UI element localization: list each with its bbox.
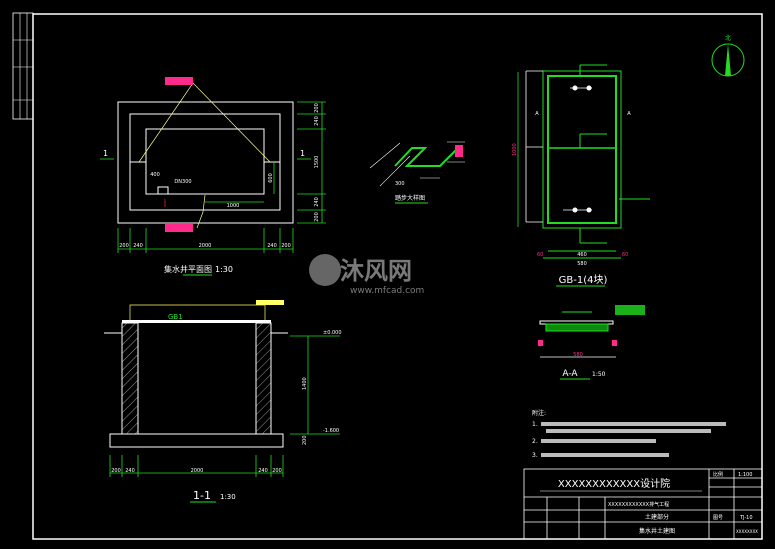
watermark-url: www.mfcad.com — [350, 286, 424, 296]
plan-scale: 1:30 — [215, 265, 233, 274]
note-item: 3. — [532, 452, 538, 459]
plan-title: 集水井平面图 — [164, 264, 212, 274]
dim: 200 — [281, 243, 291, 249]
dim: 2000 — [191, 468, 204, 474]
dim: 2000 — [199, 243, 212, 249]
dim: 240 — [267, 243, 277, 249]
dim: DN300 — [174, 179, 191, 185]
section-mark-right: 1 — [300, 149, 305, 158]
north-arrow-icon: 北 — [711, 34, 745, 77]
dim: 240 — [133, 243, 143, 249]
dim: 200 — [111, 468, 121, 474]
dim: 240 — [125, 468, 135, 474]
institute-name: XXXXXXXXXXXX设计院 — [558, 477, 670, 490]
cover-plate-gb1: 1000 60 60 460 580 A A GB-1(4块) — [512, 64, 650, 287]
notes-heading: 附注: — [532, 409, 546, 417]
project-code: XXXXXXXX — [736, 529, 758, 534]
dim: 200 — [119, 243, 129, 249]
dim: 1500 — [314, 156, 320, 169]
note-item: 1. — [532, 421, 538, 428]
dim: 580 — [573, 352, 583, 358]
section-mark-a: A — [627, 111, 631, 117]
stair-detail: 300 踏步大样图 — [369, 141, 465, 204]
cover-label: GB1 — [168, 313, 183, 321]
dim: 460 — [577, 252, 587, 258]
dim: 60 — [622, 252, 628, 258]
note-item: 2. — [532, 438, 538, 445]
title-block: XXXXXXXXXXXX设计院 比例 1:100 XXXXXXXXXXXX排气工… — [523, 468, 763, 540]
dim: 580 — [577, 261, 587, 267]
watermark: 沐风网 www.mfcad.com — [309, 254, 424, 296]
section-1-1-title: 1-1 — [193, 489, 211, 502]
notes: 附注: 1. 2. 3. — [532, 409, 726, 459]
section-mark-a: A — [535, 111, 539, 117]
dim: 200 — [272, 468, 282, 474]
dim: 60 — [537, 252, 543, 258]
section-aa-title: A-A — [562, 369, 578, 379]
elevation-top: ±0.000 — [323, 330, 342, 336]
dim: 200 — [302, 435, 308, 445]
dim: 1400 — [302, 377, 308, 390]
pipe-annotation — [165, 77, 193, 85]
dim: 1000 — [512, 143, 518, 156]
dim: 400 — [150, 172, 160, 178]
sheet-number: TJ-10 — [739, 515, 753, 521]
stair-title: 踏步大样图 — [395, 194, 425, 202]
section-1-1-scale: 1:30 — [220, 493, 236, 501]
dim: 1000 — [227, 203, 240, 209]
dim: 200 — [314, 212, 320, 222]
watermark-brand: 沐风网 — [340, 257, 412, 285]
sheet-label: 图号 — [713, 515, 723, 521]
section-mark-left: 1 — [103, 149, 108, 158]
section-1-1: GB1 ±0.000 -1.600 1400 200 200 240 2000 … — [104, 300, 342, 503]
project-name: XXXXXXXXXXXX排气工程 — [608, 501, 669, 508]
dim: 300 — [395, 181, 405, 187]
scale-value: 1:100 — [738, 472, 752, 478]
discipline: 土建部分 — [645, 513, 669, 521]
plan-view: 1 1 200 240 2000 240 200 400 1000 DN300 … — [100, 77, 326, 276]
dim: 240 — [258, 468, 268, 474]
dim: 240 — [314, 197, 320, 207]
drawing-name: 集水井土建图 — [639, 527, 675, 535]
elevation-bottom: -1.600 — [323, 428, 339, 434]
scale-label: 比例 — [713, 471, 723, 478]
drawing-frame — [12, 12, 763, 540]
pipe-annotation — [165, 224, 193, 232]
section-aa: 580 A-A 1:50 — [538, 305, 645, 380]
dim: 200 — [314, 103, 320, 113]
compass-label: 北 — [725, 34, 731, 42]
cover-title: GB-1(4块) — [559, 274, 608, 286]
section-aa-scale: 1:50 — [592, 371, 606, 378]
dim: 600 — [268, 173, 274, 183]
dim: 240 — [314, 116, 320, 126]
